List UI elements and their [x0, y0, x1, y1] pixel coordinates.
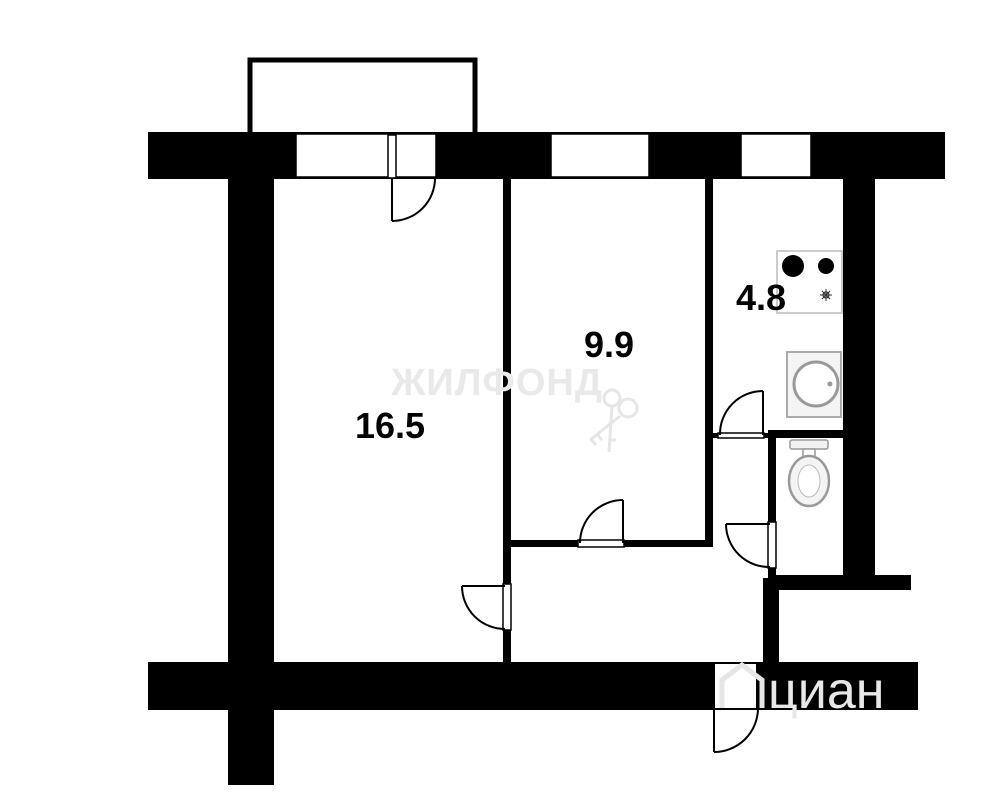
- balcony: [247, 57, 478, 138]
- entrance-door-icon: [711, 664, 759, 753]
- agency-watermark: ЖИЛФОНД: [390, 362, 639, 453]
- bathroom-top-wall: [768, 430, 843, 438]
- cian-logo-icon: [719, 661, 765, 708]
- doors: [387, 134, 777, 753]
- bathroom-left-wall: [768, 430, 776, 578]
- top-wall: [148, 132, 945, 179]
- right-wall: [843, 179, 875, 577]
- kitchen-area-label: 4.8: [736, 277, 786, 318]
- bedroom-door-icon: [577, 499, 625, 548]
- window-kitchen: [740, 133, 812, 178]
- agency-watermark-text: ЖИЛФОНД: [390, 362, 603, 404]
- left-wall: [228, 179, 274, 785]
- window-bedroom: [550, 133, 650, 178]
- kitchen-door-icon: [717, 390, 765, 439]
- keys-icon: [589, 388, 639, 453]
- bathroom-door-icon: [725, 521, 777, 569]
- balcony-door-icon: [387, 134, 436, 222]
- partition-living-bedroom: [503, 179, 511, 663]
- hallway-right-wall: [763, 578, 779, 663]
- stove-icon: [776, 250, 843, 314]
- sink-icon: [786, 351, 842, 418]
- right-wall-stub: [768, 575, 911, 590]
- partition-bedroom-kitchen: [705, 179, 713, 545]
- bedroom-area-label: 9.9: [584, 324, 634, 365]
- toilet-icon: [787, 439, 831, 508]
- cian-watermark-text: циан: [768, 662, 884, 720]
- living-room-door-icon: [461, 583, 512, 631]
- cian-watermark: циан: [719, 661, 884, 720]
- windows: [295, 133, 812, 178]
- living-room-area-label: 16.5: [355, 405, 425, 446]
- bottom-wall: [148, 662, 918, 710]
- walls: [148, 132, 945, 785]
- window-living: [295, 133, 437, 178]
